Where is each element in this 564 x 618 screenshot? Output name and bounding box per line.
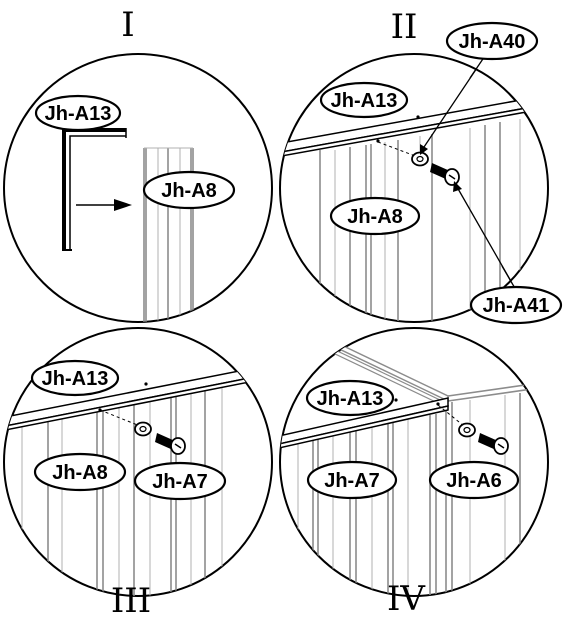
label-jh-a13: Jh-A13 bbox=[42, 368, 109, 390]
step-2-numeral: II bbox=[391, 7, 418, 47]
label-callout-panel: Jh-A8 bbox=[142, 170, 236, 210]
screw-icon bbox=[478, 433, 498, 450]
step-1: I bbox=[3, 5, 273, 323]
label-callout-bar: Jh-A13 bbox=[319, 81, 409, 119]
label-jh-a7: Jh-A7 bbox=[324, 470, 380, 492]
step-3: Jh-A13 Jh-A8 Jh-A7 III bbox=[3, 327, 273, 618]
label-callout-screw: Jh-A41 bbox=[469, 285, 563, 325]
label-jh-a13: Jh-A13 bbox=[45, 103, 112, 125]
fastener-group bbox=[377, 141, 460, 186]
label-callout-panel-right: Jh-A6 bbox=[428, 460, 520, 500]
insert-arrow bbox=[76, 199, 132, 211]
label-callout-bar: Jh-A13 bbox=[30, 359, 120, 397]
fastener-group bbox=[437, 404, 509, 455]
angle-bar-jh-a13 bbox=[280, 397, 449, 451]
step-3-numeral: III bbox=[111, 581, 151, 618]
label-callout-panel-left: Jh-A7 bbox=[306, 460, 398, 500]
label-callout-washer: Jh-A40 bbox=[445, 21, 539, 61]
angle-bar-jh-a13 bbox=[280, 92, 548, 159]
label-jh-a13: Jh-A13 bbox=[317, 388, 384, 410]
angle-bar-jh-a13 bbox=[4, 362, 272, 432]
label-jh-a6: Jh-A6 bbox=[446, 470, 502, 492]
step-4-numeral: IV bbox=[387, 579, 426, 618]
label-jh-a13: Jh-A13 bbox=[331, 90, 398, 112]
panels bbox=[297, 393, 521, 596]
fastener-group bbox=[99, 409, 186, 455]
label-jh-a8: Jh-A8 bbox=[52, 462, 108, 484]
label-jh-a40: Jh-A40 bbox=[459, 31, 526, 53]
screw-icon bbox=[155, 433, 175, 450]
step-4: Jh-A13 Jh-A7 Jh-A6 IV bbox=[279, 327, 549, 618]
label-callout-bar: Jh-A13 bbox=[34, 94, 122, 132]
step-1-numeral: I bbox=[121, 5, 134, 45]
label-jh-a8: Jh-A8 bbox=[161, 180, 217, 202]
step-4-detail-circle bbox=[279, 327, 549, 597]
step-2: II bbox=[279, 7, 563, 325]
label-jh-a7: Jh-A7 bbox=[152, 471, 208, 493]
label-callout-panel-left: Jh-A8 bbox=[33, 452, 127, 492]
label-callout-bar: Jh-A13 bbox=[305, 379, 395, 417]
label-callout-panel-right: Jh-A7 bbox=[133, 461, 227, 501]
step-2-detail-circle bbox=[279, 53, 549, 323]
label-jh-a8: Jh-A8 bbox=[347, 206, 403, 228]
label-callout-panel: Jh-A8 bbox=[329, 196, 421, 236]
label-jh-a41: Jh-A41 bbox=[483, 295, 550, 317]
